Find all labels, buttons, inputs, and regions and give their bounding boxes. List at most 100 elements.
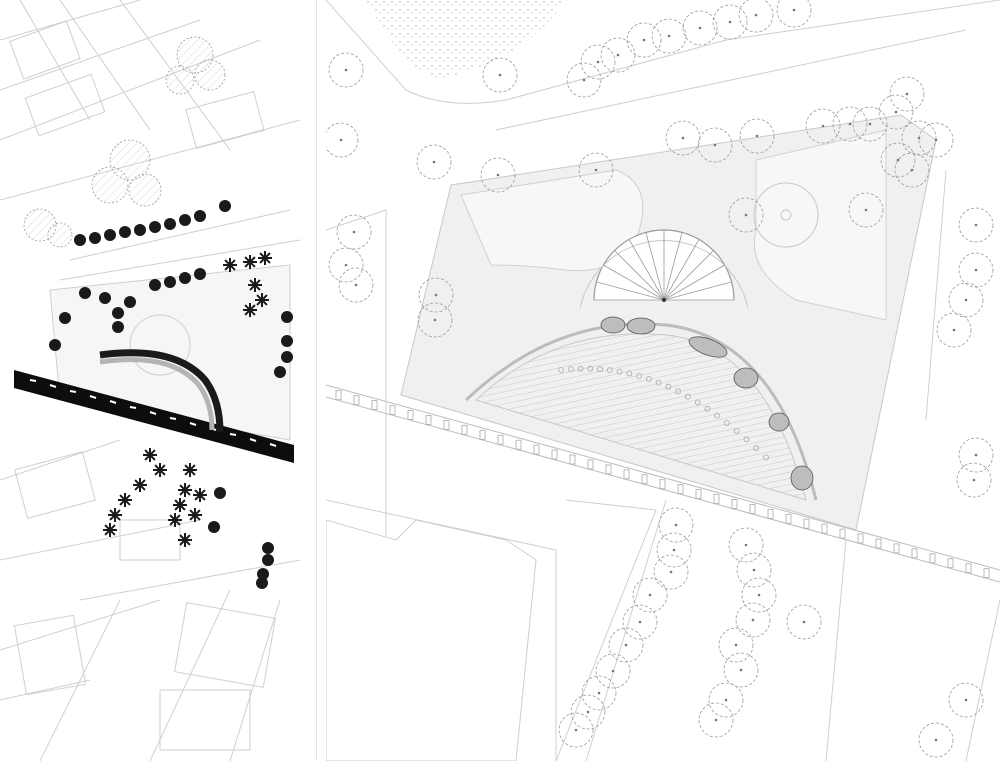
tree-dark-icon [179, 214, 191, 226]
circle-dashed-icon [698, 702, 734, 738]
circle-dashed-icon [580, 44, 616, 80]
palm-tree-icon [223, 258, 237, 272]
detail-plan-drawing [326, 0, 1000, 761]
palm-tree-icon [143, 448, 157, 462]
circle-dashed-icon [653, 554, 689, 590]
palm-tree-icon [178, 483, 192, 497]
arcade-column [731, 498, 738, 509]
arcade-column [353, 395, 360, 406]
tree-dark-icon [119, 226, 131, 238]
arcade-column [677, 484, 684, 495]
elevated-road [14, 370, 294, 463]
arcade-column [587, 459, 594, 470]
detail-plan-panel [326, 0, 1000, 761]
arcade-column [407, 410, 414, 420]
arcade-column [641, 474, 648, 485]
tree-dark-icon [74, 234, 86, 246]
arcade-column [929, 553, 936, 564]
arcade-column [947, 558, 954, 569]
amphitheatre-seating [475, 333, 807, 501]
arcade-column [425, 414, 432, 425]
panel-divider [316, 0, 317, 761]
circle-dashed-icon [948, 682, 984, 718]
circle-dashed-icon [328, 247, 364, 283]
circle-dashed-icon [632, 577, 668, 613]
arcade-column [623, 469, 630, 480]
tree-dark-icon [194, 268, 206, 280]
tree-dark-icon [104, 229, 116, 241]
palm-tree-icon [183, 463, 197, 477]
palm-tree-icon [118, 493, 132, 507]
palm-tree-icon [173, 498, 187, 512]
circle-dashed-icon [682, 10, 718, 46]
palm-trees [103, 251, 272, 547]
circle-dashed-icon [416, 144, 452, 180]
circle-dashed-icon [936, 312, 972, 348]
arcade-column [335, 390, 342, 401]
circle-dashed-icon [336, 214, 372, 250]
tree-dark-icon [112, 321, 124, 333]
tree-dark-icon [49, 339, 61, 351]
arcade-column [749, 503, 756, 514]
circle-dashed-icon [889, 76, 925, 112]
tree-clusters [23, 36, 226, 248]
plaza-circle-right-center [780, 209, 792, 221]
arcade-column [461, 424, 468, 435]
circle-dashed-icon [712, 4, 748, 40]
circle-dashed-icon [482, 57, 518, 93]
tree-dark-icon [179, 272, 191, 284]
palm-tree-icon [243, 303, 257, 317]
circle-dashed-icon [735, 602, 771, 638]
circle-dashed-icon [708, 682, 744, 718]
circle-dashed-icon [878, 94, 914, 130]
arc-canopy-inner [99, 357, 215, 431]
arcade-column [605, 464, 612, 475]
circle-dashed-icon [665, 120, 701, 156]
tree-dark-icon [262, 554, 274, 566]
tree-row-dark [49, 200, 293, 589]
arcade-column [785, 513, 792, 524]
circle-dashed-icon [566, 62, 602, 98]
tree-dark-icon [79, 287, 91, 299]
circle-dashed-icon [728, 197, 764, 233]
wooded-area [366, 0, 566, 80]
arcade-column [515, 439, 522, 450]
arcade-column [659, 479, 666, 490]
plaza-circle-right [753, 182, 819, 248]
circle-dashed-icon [739, 118, 775, 154]
circle-dashed-icon [600, 37, 636, 73]
palm-tree-icon [248, 278, 262, 292]
circle-dashed-icon [417, 302, 453, 338]
context-plan-panel [0, 0, 314, 761]
arcade-column [983, 568, 990, 578]
arcade-column [443, 419, 450, 430]
palm-tree-icon [103, 523, 117, 537]
circle-dashed-icon [848, 192, 884, 228]
boulder-icon [600, 316, 626, 334]
circle-dashed-icon [578, 152, 614, 188]
tree-dark-icon [281, 351, 293, 363]
arcade-column [821, 523, 828, 534]
arcade-column [371, 400, 378, 411]
boulder-icon [768, 412, 790, 432]
circle-dashed-icon [776, 0, 812, 28]
arcade-column [479, 429, 486, 440]
arcade-column [911, 548, 918, 559]
tree-dark-icon [281, 311, 293, 323]
tree-dark-icon [149, 279, 161, 291]
boulders [600, 316, 814, 491]
palm-tree-icon [108, 508, 122, 522]
circle-dashed-icon [595, 653, 631, 689]
circle-dashed-icon [697, 127, 733, 163]
circle-dashed-icon [786, 604, 822, 640]
circle-dashed-icon [326, 122, 359, 158]
circle-dashed-icon [622, 604, 658, 640]
tree-dark-icon [281, 335, 293, 347]
palm-tree-icon [133, 478, 147, 492]
arcade-column [569, 454, 576, 465]
palm-tree-icon [178, 533, 192, 547]
circle-dashed-icon [728, 527, 764, 563]
circle-dashed-icon [328, 52, 364, 88]
palm-tree-icon [255, 293, 269, 307]
tree-dark-icon [89, 232, 101, 244]
